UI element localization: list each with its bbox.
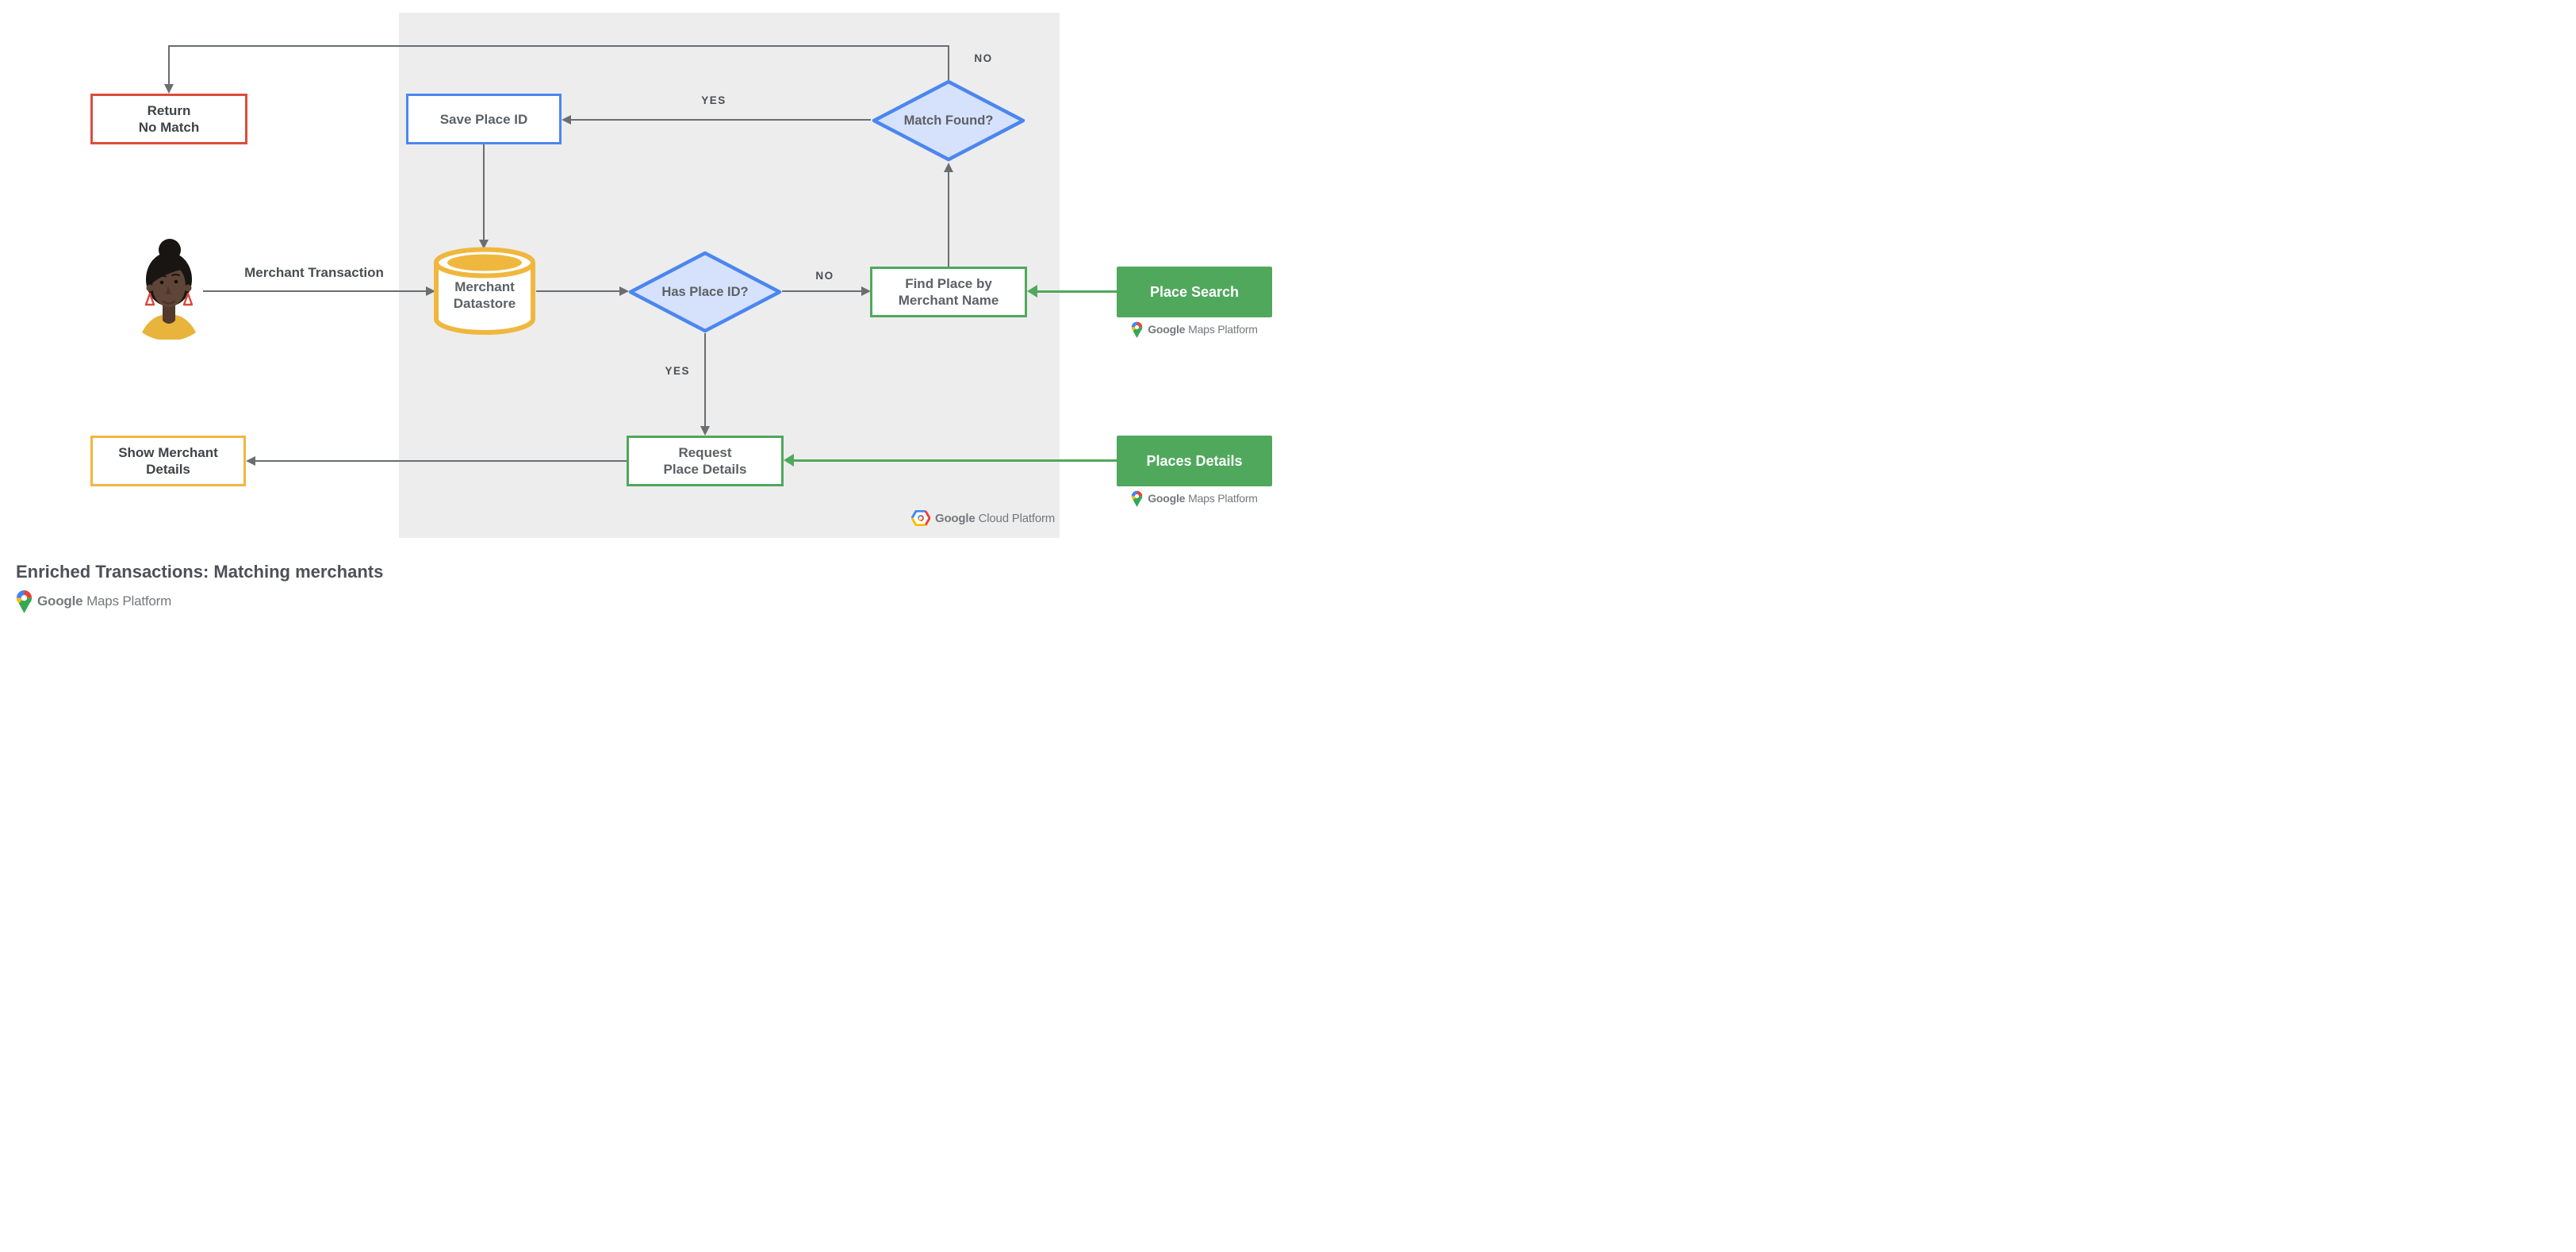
gmp-google-text: Google	[37, 593, 83, 609]
has-place-id-diamond-shape	[628, 251, 782, 333]
gcp-google-text: Google	[935, 511, 976, 525]
merchant-datastore-line2: Datastore	[453, 296, 516, 311]
request-place-details-line1: Request	[678, 445, 732, 460]
has-place-id-label: Has Place ID?	[661, 284, 748, 301]
gcp-product-text: Cloud Platform	[978, 511, 1056, 525]
edge-label-match-no: NO	[974, 52, 993, 64]
arrowhead-into-datastore-top	[479, 240, 489, 249]
arrowhead-into-datastore-left	[426, 286, 435, 296]
gmp-google-text: Google	[1148, 492, 1186, 505]
node-places-details-api: Places Details	[1117, 436, 1272, 486]
green-arrowhead-into-find	[1027, 285, 1037, 298]
google-maps-platform-logo-places-details: Google Maps Platform	[1117, 489, 1272, 508]
gmp-google-text: Google	[1148, 323, 1186, 336]
edge-datastore-to-has	[536, 290, 619, 292]
diagram-title: Enriched Transactions: Matching merchant…	[16, 562, 384, 582]
node-find-place-by-merchant-name: Find Place by Merchant Name	[870, 267, 1027, 317]
edge-no-drop-to-return	[168, 45, 170, 84]
find-place-line1: Find Place by	[905, 276, 992, 291]
show-merchant-details-line1: Show Merchant	[118, 445, 218, 460]
edge-place-search-to-find	[1037, 290, 1117, 293]
match-found-diamond-shape	[872, 79, 1025, 162]
return-no-match-line2: No Match	[138, 120, 200, 135]
edge-find-to-match	[948, 172, 949, 267]
node-place-search-api: Place Search	[1117, 267, 1272, 317]
edge-no-top-horizontal	[169, 45, 949, 47]
show-merchant-details-line2: Details	[146, 462, 190, 477]
google-maps-pin-icon	[1131, 490, 1143, 507]
node-merchant-datastore: Merchant Datastore	[433, 247, 536, 337]
node-show-merchant-details: Show Merchant Details	[90, 436, 246, 486]
node-match-found-decision: Match Found?	[872, 79, 1025, 162]
google-maps-platform-logo-footer: Google Maps Platform	[16, 589, 171, 614]
place-search-label: Place Search	[1149, 283, 1240, 300]
find-place-line2: Merchant Name	[898, 293, 999, 308]
gmp-product-text: Maps Platform	[1188, 323, 1258, 336]
google-cloud-platform-logo: Google Cloud Platform	[911, 508, 1055, 528]
edge-yes-match-to-save	[571, 119, 871, 121]
places-details-label: Places Details	[1146, 452, 1243, 469]
google-maps-pin-icon	[16, 590, 33, 613]
node-return-no-match: Return No Match	[90, 94, 247, 144]
google-cloud-hexagon-icon	[911, 510, 930, 526]
match-found-label: Match Found?	[904, 113, 994, 129]
edge-label-has-yes: YES	[665, 365, 690, 377]
node-request-place-details: Request Place Details	[627, 436, 784, 486]
gmp-product-text: Maps Platform	[1188, 492, 1258, 505]
arrowhead-into-show-box	[246, 456, 255, 466]
flow-diagram-canvas: NO YES Merchant Transaction NO YES Retur…	[0, 0, 1288, 626]
edge-save-to-datastore	[483, 144, 485, 240]
arrowhead-into-find-box	[861, 286, 871, 296]
datastore-cylinder-shape	[434, 247, 535, 335]
match-found-line2: Found?	[945, 113, 994, 128]
person-icon	[142, 239, 196, 341]
node-has-place-id-decision: Has Place ID?	[628, 251, 782, 333]
arrowhead-into-return	[164, 84, 174, 94]
gmp-product-text: Maps Platform	[86, 593, 172, 609]
merchant-datastore-label: Merchant Datastore	[433, 278, 536, 312]
edge-merchant-transaction	[203, 290, 427, 292]
edge-has-no-to-find	[782, 290, 861, 292]
edge-places-details-to-request	[794, 459, 1117, 462]
save-place-id-label: Save Place ID	[439, 111, 528, 127]
arrowhead-into-request-top	[700, 426, 710, 436]
edge-no-up-from-match	[948, 45, 949, 81]
user-avatar	[138, 238, 200, 341]
google-maps-platform-logo-place-search: Google Maps Platform	[1117, 320, 1272, 339]
return-no-match-line1: Return	[147, 103, 191, 118]
edge-label-merchant-transaction: Merchant Transaction	[244, 265, 384, 280]
edge-label-match-yes: YES	[701, 94, 726, 106]
arrowhead-into-save	[562, 115, 571, 125]
has-place-id-line2: Place ID?	[689, 284, 749, 299]
merchant-datastore-line1: Merchant	[454, 279, 515, 294]
edge-label-has-no: NO	[815, 270, 834, 282]
arrowhead-into-has-diamond	[619, 286, 629, 296]
has-place-id-line1: Has	[661, 284, 686, 299]
request-place-details-line2: Place Details	[663, 462, 747, 477]
match-found-line1: Match	[903, 113, 942, 128]
node-save-place-id: Save Place ID	[406, 94, 562, 144]
google-maps-pin-icon	[1131, 321, 1143, 338]
arrowhead-into-match-bottom	[944, 163, 953, 172]
edge-has-yes-to-request	[704, 333, 706, 426]
edge-request-to-show	[255, 460, 627, 462]
green-arrowhead-into-request	[784, 454, 794, 467]
